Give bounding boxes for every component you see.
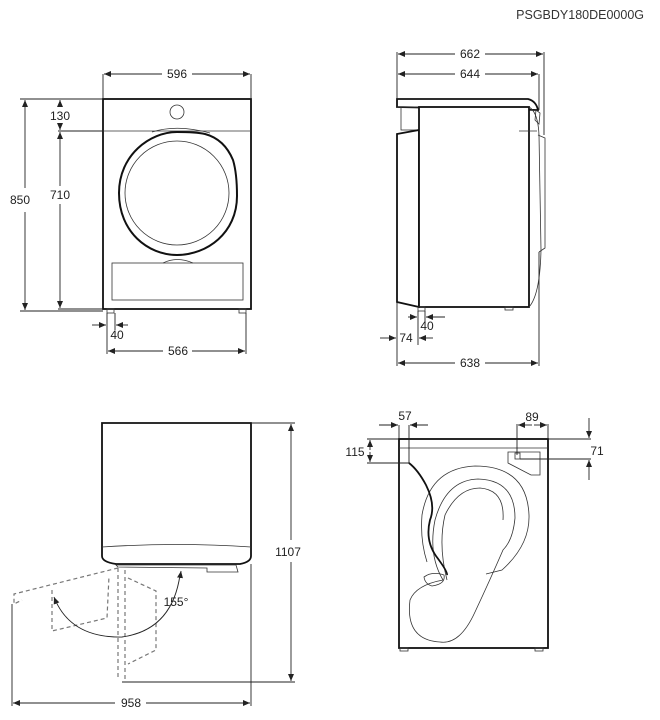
side-rear-foot	[417, 306, 426, 312]
rear-outlet-nozzle	[514, 452, 521, 460]
door-open-height-label: 1107	[275, 545, 301, 559]
open-door-frame	[127, 577, 157, 665]
open-door-inner	[51, 575, 110, 632]
rear-view: 57 115 89 71	[345, 409, 604, 652]
side-cabinet	[418, 106, 530, 308]
side-rear-recess	[400, 106, 420, 131]
side-front-curve	[528, 106, 542, 308]
side-base-depth-label: 638	[460, 356, 480, 370]
front-left-foot	[106, 308, 115, 314]
door-angle-arc	[53, 574, 181, 638]
side-knob	[534, 109, 541, 125]
side-body-depth-label: 644	[460, 67, 480, 81]
power-cable	[408, 462, 448, 576]
cable-clip	[423, 573, 445, 587]
front-cabinet	[102, 98, 252, 310]
rear-cable-side-offset-label: 57	[398, 409, 412, 423]
rear-left-foot	[399, 647, 409, 652]
door-top-arc	[151, 127, 211, 134]
rear-outlet-bracket	[507, 451, 541, 476]
side-front-foot	[504, 306, 514, 311]
side-rear-panel	[396, 128, 420, 309]
side-total-depth-label: 662	[460, 47, 480, 61]
rear-outlet-width-label: 89	[525, 410, 539, 424]
door-glass	[124, 140, 230, 246]
top-door-hinge	[115, 564, 239, 573]
rear-outlet-top-offset-label: 71	[590, 444, 604, 458]
top-view-door-open: 155° 1107 958	[11, 422, 301, 710]
front-foot-offset-label: 40	[110, 328, 124, 342]
front-right-foot	[238, 308, 247, 314]
door-open-width-label: 958	[121, 696, 141, 710]
front-bottom-panel	[111, 262, 244, 301]
side-door-profile	[537, 134, 546, 253]
open-door-outer	[13, 567, 119, 605]
front-width-label: 596	[167, 67, 187, 81]
rear-duct-inner	[408, 478, 516, 643]
rear-duct-inner2	[441, 487, 504, 581]
rear-duct-outer	[421, 465, 530, 575]
front-body-height-label: 710	[50, 188, 70, 202]
side-rear-offset-label: 74	[399, 331, 413, 345]
front-view: 596 850 130 710 40 566	[10, 67, 252, 358]
side-view: 662 644 40 74 638	[380, 47, 546, 370]
front-foot-span-label: 566	[168, 344, 188, 358]
top-front-edge	[101, 544, 252, 548]
front-top-panel-height-label: 130	[50, 109, 70, 123]
side-foot-offset-label: 40	[420, 319, 434, 333]
program-knob	[169, 104, 185, 120]
rear-cable-top-offset-label: 115	[345, 445, 364, 459]
rear-right-foot	[534, 647, 544, 652]
rear-cabinet	[398, 438, 549, 649]
door-ring	[117, 130, 239, 257]
model-code: PSGBDY180DE0000G	[516, 8, 644, 22]
top-cabinet	[101, 422, 252, 565]
front-total-height-label: 850	[10, 193, 30, 207]
door-angle-label: 155°	[164, 595, 189, 609]
bottom-panel-handle	[162, 259, 194, 264]
